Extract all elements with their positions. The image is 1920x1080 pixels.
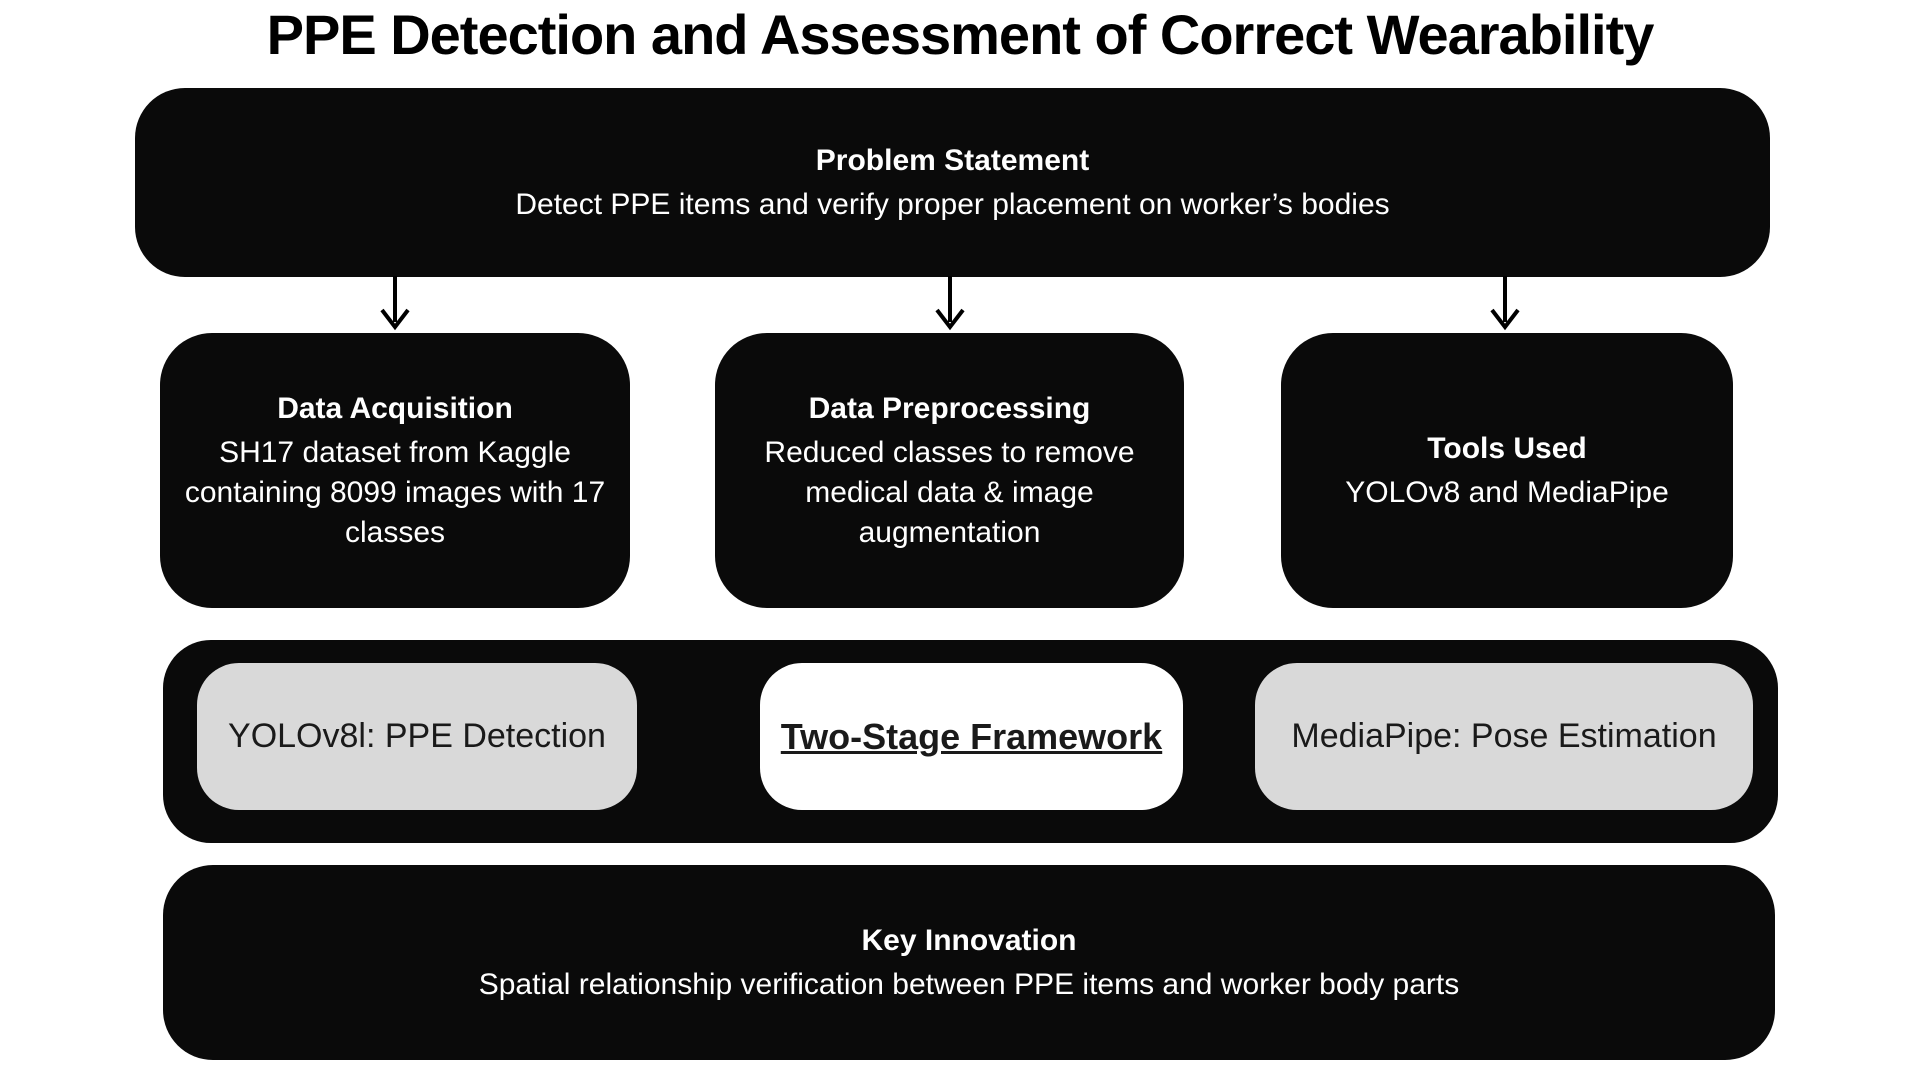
down-arrow-icon [380, 276, 410, 331]
yolo-detection-pill: YOLOv8l: PPE Detection [197, 663, 637, 810]
mediapipe-pose-label: MediaPipe: Pose Estimation [1291, 717, 1717, 755]
key-innovation-heading: Key Innovation [861, 923, 1077, 957]
two-stage-framework-pill: Two-Stage Framework [760, 663, 1183, 810]
page-title: PPE Detection and Assessment of Correct … [266, 3, 1655, 66]
data-acquisition-text: SH17 dataset from Kaggle containing 8099… [184, 435, 606, 549]
problem-statement-text: Detect PPE items and verify proper place… [515, 187, 1390, 221]
key-innovation-text: Spatial relationship verification betwee… [478, 967, 1460, 1001]
problem-statement-heading: Problem Statement [815, 143, 1090, 177]
down-arrow-icon [935, 276, 965, 331]
tools-used-text: YOLOv8 and MediaPipe [1345, 475, 1669, 509]
down-arrow-icon [1490, 276, 1520, 331]
data-preprocessing-text: Reduced classes to remove medical data &… [764, 435, 1135, 549]
mediapipe-pose-pill: MediaPipe: Pose Estimation [1255, 663, 1753, 810]
problem-statement-box: Problem Statement Detect PPE items and v… [135, 88, 1770, 277]
key-innovation-box: Key Innovation Spatial relationship veri… [163, 865, 1775, 1060]
tools-used-heading: Tools Used [1427, 431, 1587, 465]
data-preprocessing-heading: Data Preprocessing [808, 391, 1091, 425]
two-stage-framework-label: Two-Stage Framework [780, 715, 1163, 757]
data-preprocessing-box: Data Preprocessing Reduced classes to re… [715, 333, 1184, 608]
data-acquisition-box: Data Acquisition SH17 dataset from Kaggl… [160, 333, 630, 608]
tools-used-box: Tools Used YOLOv8 and MediaPipe [1281, 333, 1733, 608]
data-acquisition-heading: Data Acquisition [277, 391, 513, 425]
yolo-detection-label: YOLOv8l: PPE Detection [228, 717, 606, 755]
